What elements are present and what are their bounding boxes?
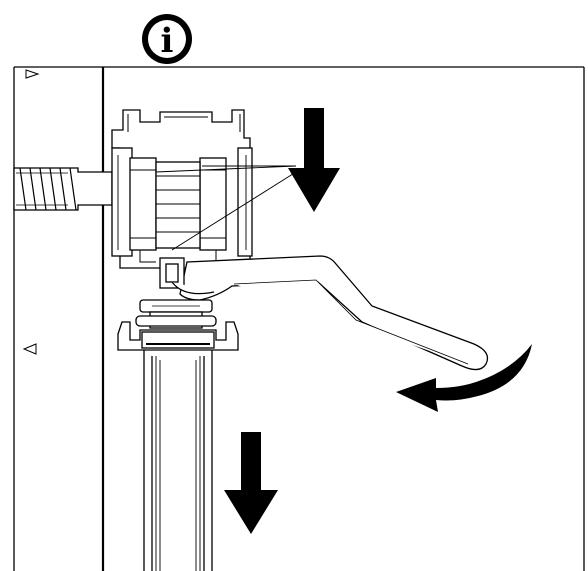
ball-valve-body: [111, 109, 253, 269]
valve-lever-handle: [159, 255, 489, 371]
arrow-down-icon: [288, 108, 340, 212]
wall-panel-frame: [13, 66, 585, 571]
rotate-counterclockwise-arrow-icon: [396, 344, 532, 412]
lower-fitting: [117, 321, 239, 351]
info-badge: i: [142, 14, 192, 64]
nut-assembly: [135, 299, 217, 329]
threaded-pipe: [13, 167, 113, 211]
arrow-down-icon: [224, 432, 278, 534]
info-glyph: i: [161, 21, 174, 61]
callout-lines: [155, 165, 297, 251]
lower-pipes: [143, 350, 213, 571]
